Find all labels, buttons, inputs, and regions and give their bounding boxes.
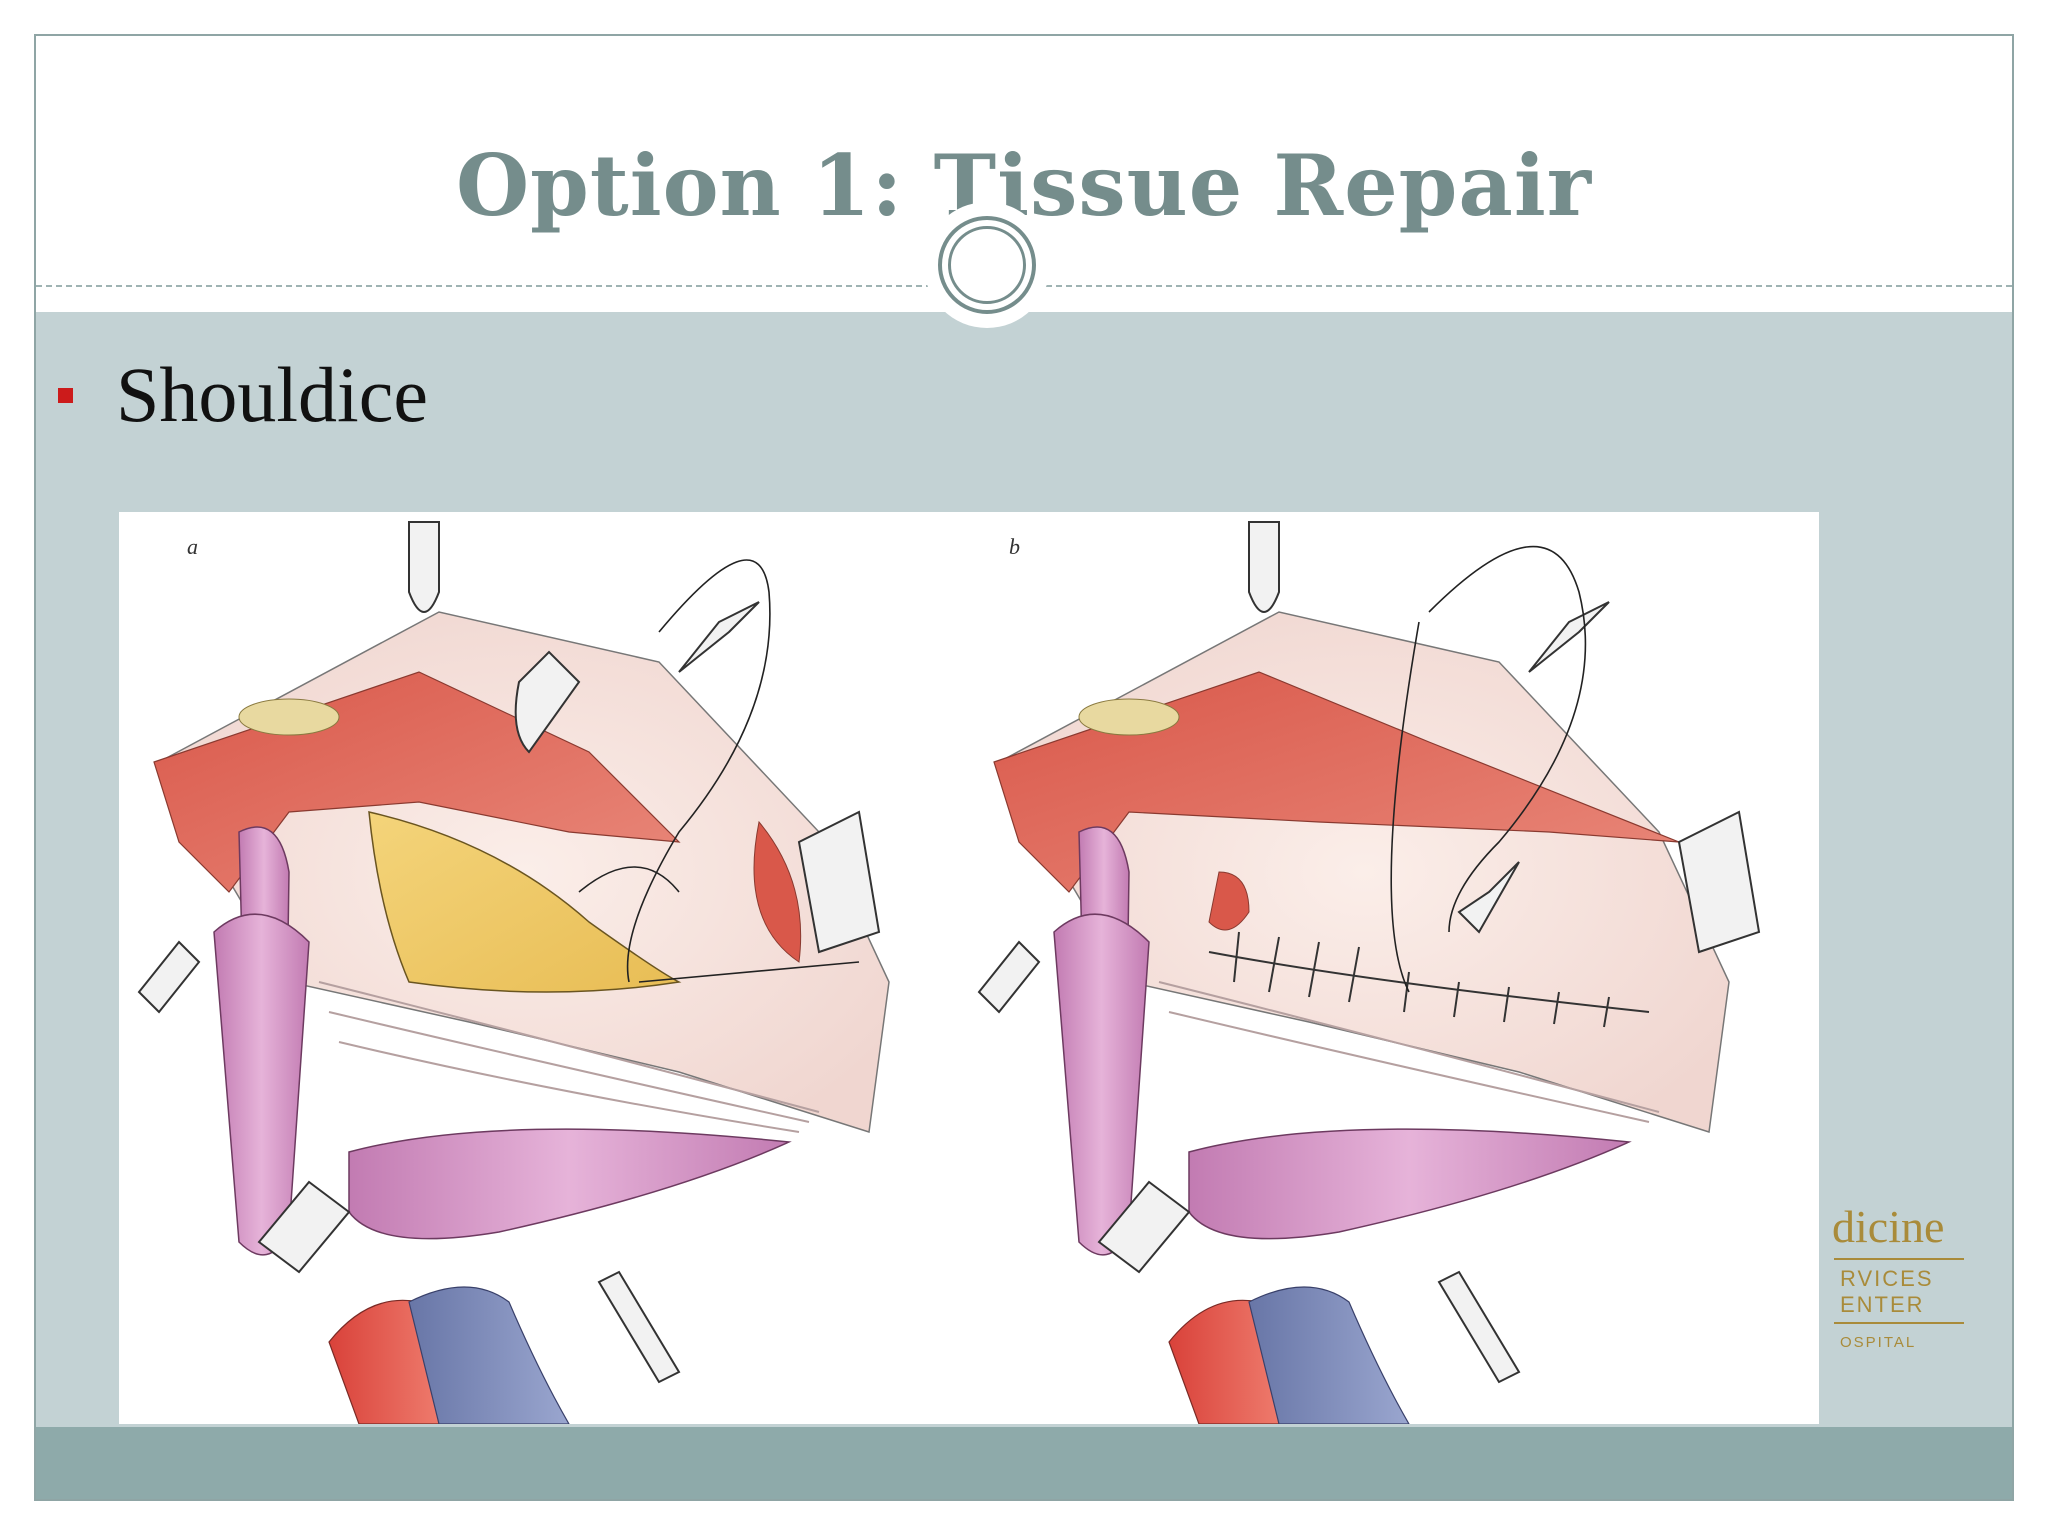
- panel-b: b: [977, 521, 1761, 1424]
- logo-line-1: dicine: [1832, 1201, 1945, 1252]
- logo-line-3: ENTER: [1840, 1292, 1925, 1317]
- panel-b-label: b: [1009, 534, 1020, 559]
- divider-ring-inner: [948, 226, 1026, 304]
- logo-line-4: OSPITAL: [1840, 1334, 1917, 1351]
- logo-rule: [1834, 1258, 1964, 1260]
- footer-bar: [36, 1427, 2012, 1499]
- hospital-logo: dicine RVICES ENTER OSPITAL: [1820, 1200, 1970, 1360]
- panel-a: a: [137, 521, 890, 1424]
- square-bullet-icon: [58, 387, 73, 403]
- logo-line-2: RVICES: [1840, 1266, 1934, 1291]
- logo-rule: [1834, 1322, 1964, 1324]
- bullet-text: Shouldice: [116, 351, 428, 438]
- panel-a-label: a: [187, 534, 198, 559]
- divider-ring-outer: [938, 216, 1036, 314]
- illustration-svg: a: [137, 521, 1761, 1424]
- surgical-illustration: a: [119, 512, 1819, 1424]
- bullet-item: Shouldice: [58, 350, 428, 440]
